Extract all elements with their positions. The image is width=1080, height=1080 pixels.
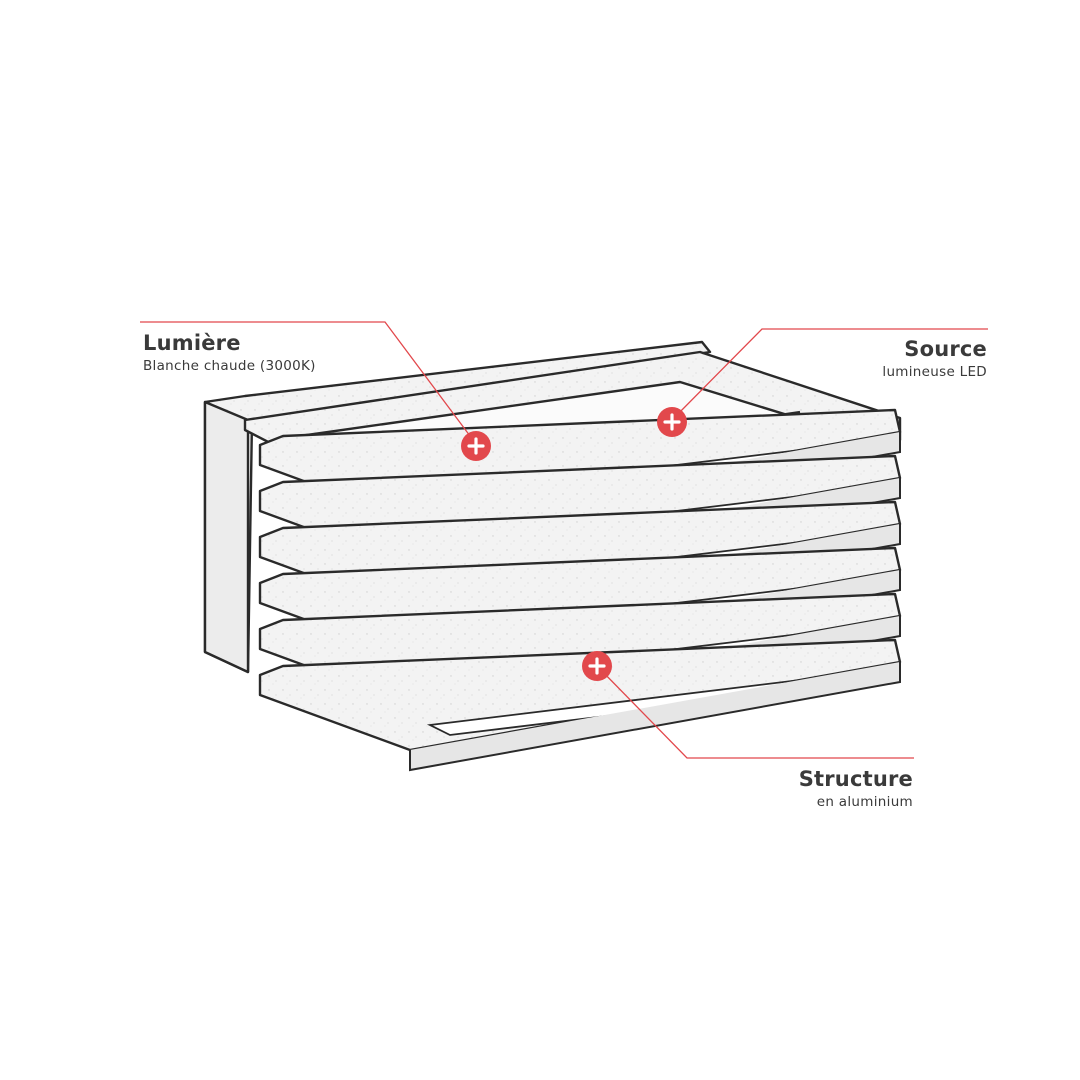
annotation-title: Structure (798, 767, 913, 791)
annotation-subtitle: en aluminium (816, 794, 913, 811)
annotation-structure: Structure en aluminium (799, 767, 913, 811)
hotspot-lumiere[interactable] (461, 431, 491, 461)
back-plate-face (203, 400, 250, 674)
hotspot-source[interactable] (657, 407, 687, 437)
callout-lines (140, 321, 988, 759)
hotspot-structure[interactable] (582, 651, 612, 681)
annotation-title: Lumière (143, 331, 241, 355)
annotation-subtitle: lumineuse LED (882, 364, 987, 381)
annotation-subtitle: Blanche chaude (3000K) (143, 358, 316, 375)
callout-line-structure (596, 665, 914, 759)
annotation-source: Source lumineuse LED (882, 337, 987, 381)
louvre-slat (258, 638, 902, 772)
callout-line-lumiere (140, 321, 477, 445)
annotation-title: Source (904, 337, 987, 361)
annotation-lumiere: Lumière Blanche chaude (3000K) (143, 331, 316, 375)
louvre-stack (258, 408, 902, 772)
callout-line-source (671, 328, 988, 421)
